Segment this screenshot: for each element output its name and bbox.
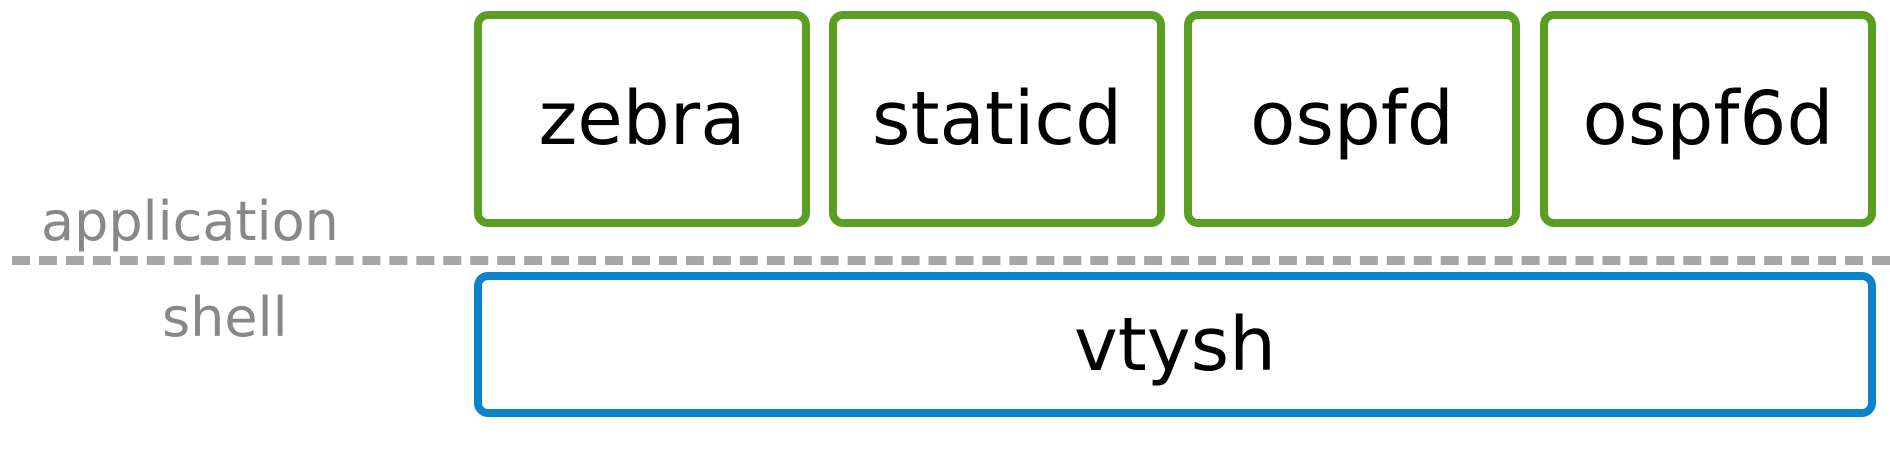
- shell-layer-label: shell: [162, 286, 288, 349]
- ospfd-label: ospfd: [1250, 76, 1454, 162]
- ospf6d-label: ospf6d: [1582, 76, 1834, 162]
- ospfd-box: ospfd: [1184, 11, 1520, 227]
- vtysh-box: vtysh: [474, 272, 1876, 417]
- ospf6d-box: ospf6d: [1540, 11, 1876, 227]
- application-layer-label: application: [41, 190, 339, 253]
- staticd-label: staticd: [871, 76, 1123, 162]
- zebra-box: zebra: [474, 11, 810, 227]
- zebra-label: zebra: [538, 76, 746, 162]
- vtysh-label: vtysh: [1073, 301, 1277, 388]
- layer-divider: [12, 256, 1890, 265]
- staticd-box: staticd: [829, 11, 1165, 227]
